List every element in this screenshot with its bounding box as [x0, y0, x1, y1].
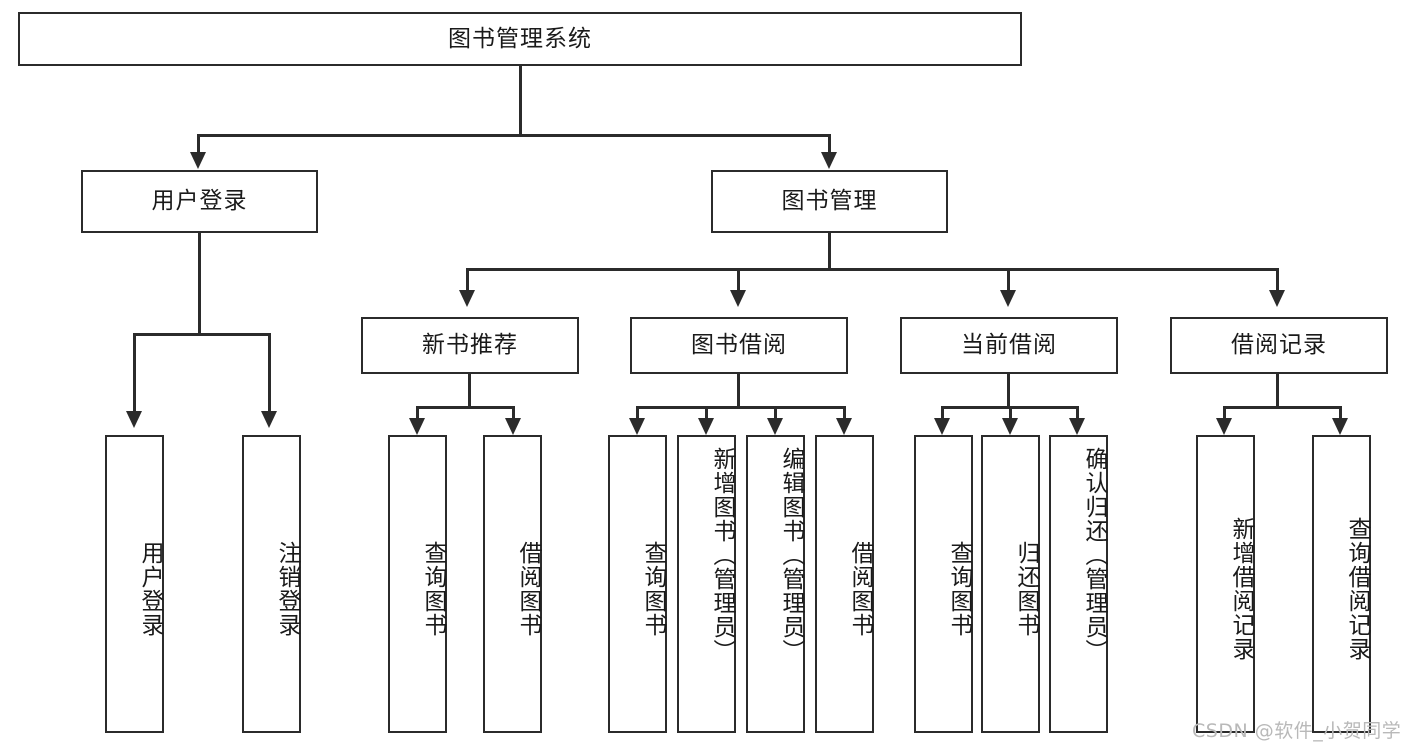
arrowhead-cb-leaf-1 [934, 418, 950, 435]
node-label: 查询图书 [640, 541, 666, 637]
connector-user-login-bus [133, 333, 271, 336]
leaf-current-borrow-confirm-return-admin[interactable]: 确认归还（管理员） [1049, 435, 1108, 733]
node-label: 新增图书（管理员） [709, 447, 735, 663]
arrowhead-nbr-leaf-2 [505, 418, 521, 435]
arrowhead-user-login-leaf-1 [126, 411, 142, 428]
arrowhead-br-leaf-1 [1216, 418, 1232, 435]
node-current-borrow[interactable]: 当前借阅 [900, 317, 1118, 374]
watermark-csdn: CSDN @软件_小贺同学 [1192, 720, 1402, 742]
node-label: 查询图书 [420, 541, 446, 637]
connector-root-to-user-login [197, 134, 200, 154]
connector-cb-leaf-3 [1076, 406, 1079, 420]
node-label: 图书借阅 [691, 332, 787, 359]
node-label: 查询借阅记录 [1344, 517, 1370, 661]
connector-book-borrow-stem [737, 374, 740, 408]
arrowhead-br-leaf-2 [1332, 418, 1348, 435]
leaf-book-borrow-query-book[interactable]: 查询图书 [608, 435, 667, 733]
connector-bb-leaf-3 [774, 406, 777, 420]
connector-new-book-recommend-stem [468, 374, 471, 408]
node-label: 图书管理系统 [448, 25, 592, 52]
leaf-current-borrow-return-book[interactable]: 归还图书 [981, 435, 1040, 733]
connector-new-book-recommend-bus [416, 406, 515, 409]
connector-to-new-book-recommend [466, 268, 469, 292]
arrowhead-user-login-leaf-2 [261, 411, 277, 428]
node-label: 新书推荐 [422, 332, 518, 359]
connector-cb-leaf-1 [941, 406, 944, 420]
node-label: 编辑图书（管理员） [778, 447, 804, 663]
arrowhead-book-borrow [730, 290, 746, 307]
node-borrow-record[interactable]: 借阅记录 [1170, 317, 1388, 374]
leaf-new-book-borrow-book[interactable]: 借阅图书 [483, 435, 542, 733]
leaf-book-borrow-add-book-admin[interactable]: 新增图书（管理员） [677, 435, 736, 733]
connector-borrow-record-bus [1223, 406, 1342, 409]
arrowhead-root-to-book-management [821, 152, 837, 169]
arrowhead-cb-leaf-2 [1002, 418, 1018, 435]
node-book-borrow[interactable]: 图书借阅 [630, 317, 848, 374]
arrowhead-borrow-record [1269, 290, 1285, 307]
node-new-book-recommend[interactable]: 新书推荐 [361, 317, 579, 374]
node-book-management[interactable]: 图书管理 [711, 170, 948, 233]
arrowhead-bb-leaf-3 [767, 418, 783, 435]
node-user-login[interactable]: 用户登录 [81, 170, 318, 233]
arrowhead-bb-leaf-1 [629, 418, 645, 435]
connector-root-to-book-management [828, 134, 831, 154]
connector-bb-leaf-1 [636, 406, 639, 420]
connector-to-book-borrow [737, 268, 740, 292]
arrowhead-current-borrow [1000, 290, 1016, 307]
node-label: 新增借阅记录 [1228, 517, 1254, 661]
connector-cb-leaf-2 [1009, 406, 1012, 420]
node-label: 当前借阅 [961, 332, 1057, 359]
arrowhead-new-book-recommend [459, 290, 475, 307]
connector-nbr-leaf-1 [416, 406, 419, 420]
connector-br-leaf-1 [1223, 406, 1226, 420]
connector-root-stem [519, 66, 522, 134]
arrowhead-root-to-user-login [190, 152, 206, 169]
connector-br-leaf-2 [1339, 406, 1342, 420]
leaf-borrow-record-query-record[interactable]: 查询借阅记录 [1312, 435, 1371, 733]
connector-to-current-borrow [1007, 268, 1010, 292]
leaf-user-login-logout[interactable]: 注销登录 [242, 435, 301, 733]
leaf-book-borrow-borrow-book[interactable]: 借阅图书 [815, 435, 874, 733]
node-root-book-management-system[interactable]: 图书管理系统 [18, 12, 1022, 66]
connector-root-bus [197, 134, 831, 137]
leaf-book-borrow-edit-book-admin[interactable]: 编辑图书（管理员） [746, 435, 805, 733]
node-label: 用户登录 [137, 541, 163, 637]
connector-book-management-stem [828, 233, 831, 270]
node-label: 确认归还（管理员） [1081, 447, 1107, 663]
node-label: 查询图书 [946, 541, 972, 637]
node-label: 图书管理 [781, 188, 878, 215]
node-label: 归还图书 [1013, 541, 1039, 637]
arrowhead-cb-leaf-3 [1069, 418, 1085, 435]
connector-bb-leaf-4 [843, 406, 846, 420]
connector-current-borrow-stem [1007, 374, 1010, 408]
connector-borrow-record-stem [1276, 374, 1279, 408]
leaf-user-login-login[interactable]: 用户登录 [105, 435, 164, 733]
leaf-new-book-query-book[interactable]: 查询图书 [388, 435, 447, 733]
arrowhead-bb-leaf-4 [836, 418, 852, 435]
connector-user-login-to-leaf-2 [268, 333, 271, 413]
connector-user-login-to-leaf-1 [133, 333, 136, 413]
connector-book-borrow-bus [636, 406, 844, 409]
connector-to-borrow-record [1276, 268, 1279, 292]
node-label: 用户登录 [151, 188, 248, 215]
connector-nbr-leaf-2 [512, 406, 515, 420]
node-label: 借阅记录 [1231, 332, 1327, 359]
node-label: 借阅图书 [847, 541, 873, 637]
connector-bb-leaf-2 [705, 406, 708, 420]
connector-level3-bus [466, 268, 1279, 271]
leaf-borrow-record-add-record[interactable]: 新增借阅记录 [1196, 435, 1255, 733]
arrowhead-bb-leaf-2 [698, 418, 714, 435]
connector-user-login-stem [198, 233, 201, 335]
node-label: 借阅图书 [515, 541, 541, 637]
arrowhead-nbr-leaf-1 [409, 418, 425, 435]
leaf-current-borrow-query-book[interactable]: 查询图书 [914, 435, 973, 733]
node-label: 注销登录 [274, 541, 300, 637]
